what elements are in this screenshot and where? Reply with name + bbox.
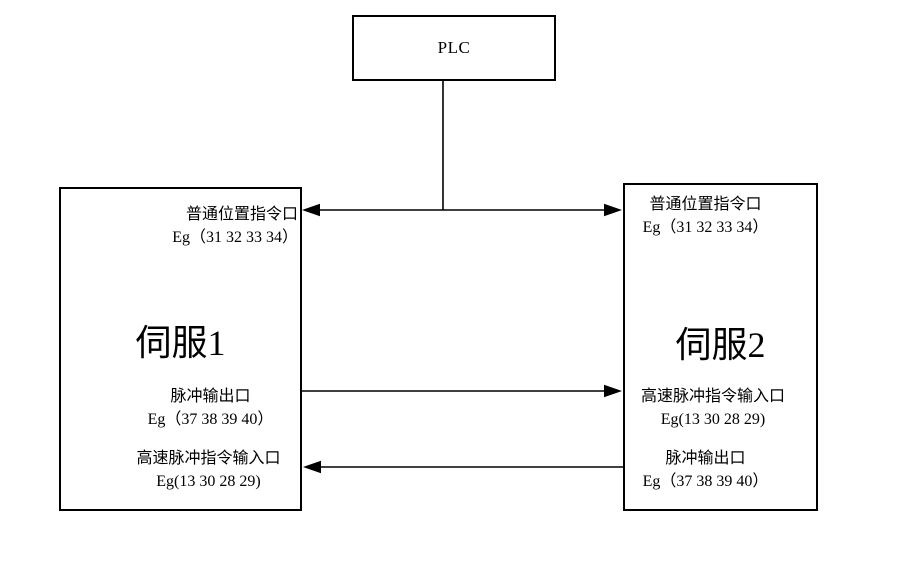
servo2-title: 伺服2 — [675, 325, 766, 365]
arrow-right-head-icon — [604, 384, 622, 398]
servo2-port-high-speed-pulse-input: 高速脉冲指令输入口 Eg(13 30 28 29) — [625, 385, 801, 431]
servo2-port-common-position-command: 普通位置指令口 Eg（31 32 33 34） — [625, 193, 786, 239]
plc-box: PLC — [352, 15, 556, 81]
servo2-to-servo1-arrow — [303, 460, 623, 474]
port-eg: Eg（37 38 39 40） — [642, 473, 769, 490]
arrow-right-head-icon — [604, 203, 622, 217]
port-name: 普通位置指令口 — [649, 196, 762, 213]
port-eg: Eg(13 30 28 29) — [660, 411, 766, 428]
port-name: 普通位置指令口 — [185, 206, 298, 223]
port-eg: Eg（37 38 39 40） — [147, 411, 274, 428]
port-name: 脉冲输出口 — [170, 388, 251, 405]
port-name: 高速脉冲指令输入口 — [136, 450, 281, 467]
port-eg: Eg(13 30 28 29) — [156, 473, 261, 490]
servo2-port-pulse-output: 脉冲输出口 Eg（37 38 39 40） — [625, 447, 786, 493]
servo1-title: 伺服1 — [135, 323, 226, 363]
servo1-port-common-position-command: 普通位置指令口 Eg（31 32 33 34） — [172, 203, 298, 249]
arrow-left-head-icon — [302, 203, 320, 217]
servo1-port-pulse-output: 脉冲输出口 Eg（37 38 39 40） — [121, 385, 300, 431]
servo1-to-servo2-arrow — [301, 384, 622, 398]
servo1-box: 普通位置指令口 Eg（31 32 33 34） 伺服1 脉冲输出口 Eg（37 … — [59, 187, 302, 511]
port-eg: Eg（31 32 33 34） — [172, 229, 298, 246]
port-name: 高速脉冲指令输入口 — [640, 388, 785, 405]
servo1-port-high-speed-pulse-input: 高速脉冲指令输入口 Eg(13 30 28 29) — [117, 447, 300, 493]
plc-label: PLC — [437, 38, 471, 57]
servo2-box: 普通位置指令口 Eg（31 32 33 34） 伺服2 高速脉冲指令输入口 Eg… — [623, 183, 818, 511]
port-eg: Eg（31 32 33 34） — [642, 219, 769, 236]
position-command-bus-arrow — [302, 203, 622, 217]
arrow-left-head-icon — [303, 460, 321, 474]
port-name: 脉冲输出口 — [665, 450, 746, 467]
